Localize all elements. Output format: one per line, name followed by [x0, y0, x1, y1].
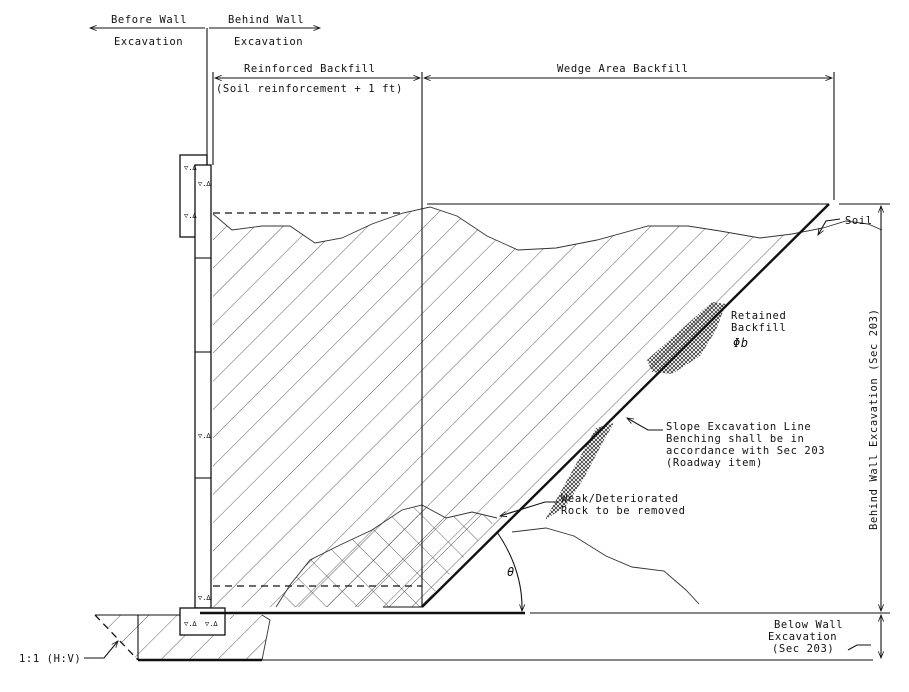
label-theta: θ: [507, 565, 515, 579]
leader-lines: [84, 218, 871, 659]
label-slope-1: Slope Excavation Line: [666, 421, 811, 433]
weak-rock-crosshatch: [276, 505, 497, 607]
label-retained-1: Retained: [731, 310, 786, 322]
svg-text:▽.∆: ▽.∆: [184, 212, 197, 220]
label-retained-2: Backfill: [731, 322, 786, 334]
svg-text:▽.∆: ▽.∆: [198, 180, 211, 188]
label-slope-3: accordance with Sec 203: [666, 445, 825, 457]
label-phi: Φb: [733, 336, 749, 350]
label-behind-vertical: Behind Wall Excavation (Sec 203): [868, 309, 880, 531]
wall-concrete-marks: ▽.∆ ▽.∆ ▽.∆ ▽.∆ ▽.∆ ▽.∆ ▽.∆: [184, 164, 218, 628]
label-below-3: (Sec 203): [772, 643, 834, 655]
label-weak-2: Rock to be removed: [561, 505, 686, 517]
label-slope-4: (Roadway item): [666, 457, 763, 469]
label-before-wall-2: Excavation: [114, 36, 183, 48]
label-behind-wall-2: Excavation: [234, 36, 303, 48]
label-slope-2: Benching shall be in: [666, 433, 804, 445]
label-reinforced-1: Reinforced Backfill: [244, 63, 376, 75]
diagram-labels: Before Wall Excavation Behind Wall Excav…: [19, 14, 880, 665]
dimension-arrows: [88, 24, 885, 660]
label-below-2: Excavation: [768, 631, 837, 643]
label-wedge: Wedge Area Backfill: [557, 63, 689, 75]
svg-text:▽.∆: ▽.∆: [205, 620, 218, 628]
retained-backfill-rock-texture: [545, 302, 726, 520]
svg-text:▽.∆: ▽.∆: [198, 594, 211, 602]
structure-lines: [94, 28, 890, 662]
below-wall-excavation-hatch: [95, 615, 270, 660]
svg-text:▽.∆: ▽.∆: [198, 432, 211, 440]
svg-text:▽.∆: ▽.∆: [184, 164, 197, 172]
label-soil: Soil: [845, 215, 873, 227]
svg-text:▽.∆: ▽.∆: [184, 620, 197, 628]
label-behind-wall-1: Behind Wall: [228, 14, 304, 26]
label-ratio: 1:1 (H:V): [19, 653, 81, 665]
label-reinforced-2: (Soil reinforcement + 1 ft): [216, 83, 403, 95]
label-weak-1: Weak/Deteriorated: [561, 493, 679, 505]
label-below-1: Below Wall: [774, 619, 843, 631]
label-before-wall-1: Before Wall: [111, 14, 187, 26]
reinforced-and-wedge-backfill-hatch: [213, 204, 829, 607]
